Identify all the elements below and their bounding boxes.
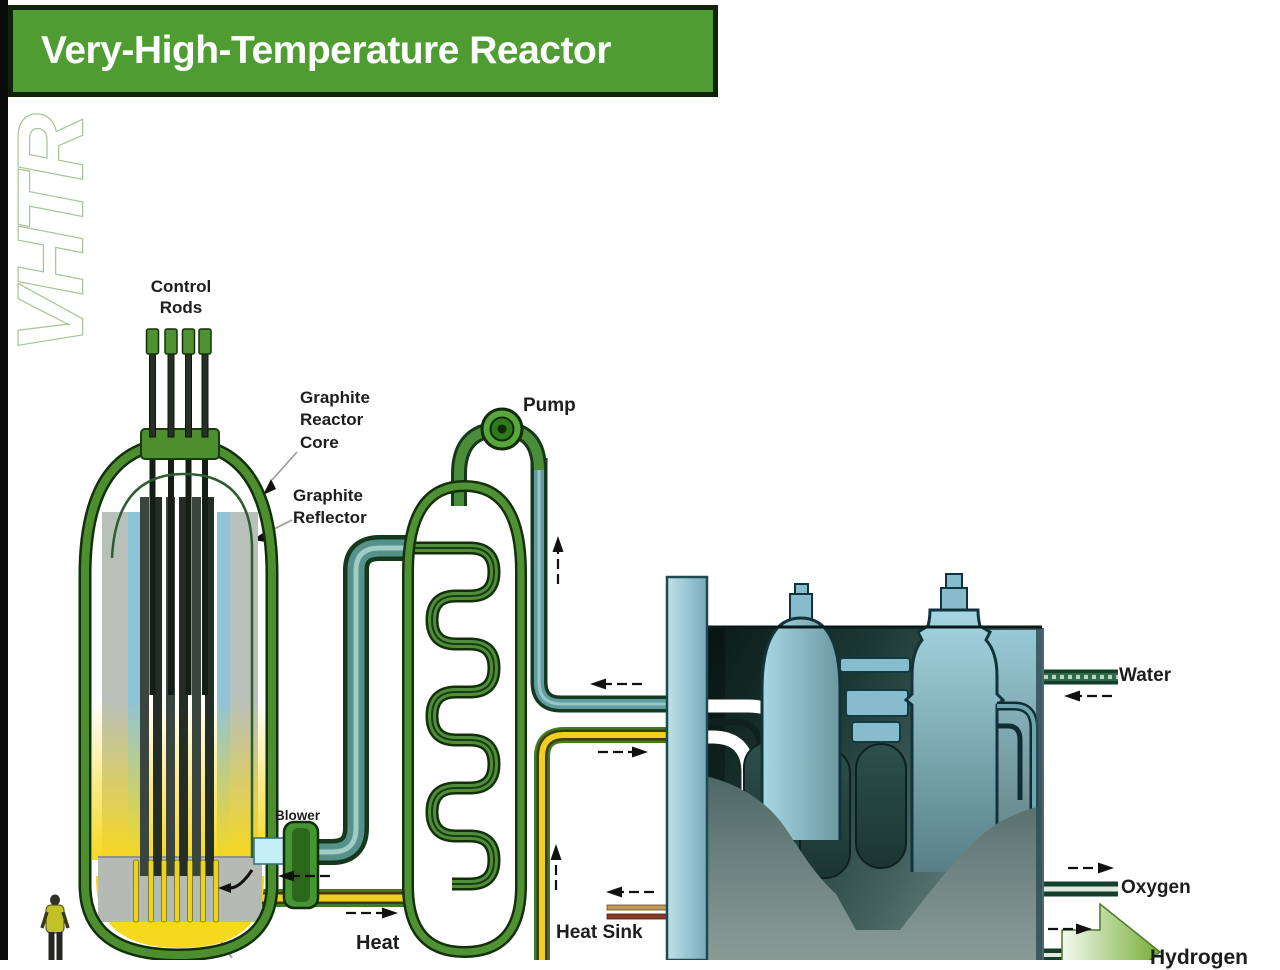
plenum-flow-arrow xyxy=(229,869,254,890)
title-banner: Very-High-Temperature Reactor xyxy=(8,5,718,97)
flow-arrow-right-icon xyxy=(598,746,648,758)
leader-arrowhead-core xyxy=(263,479,276,495)
heat-exchanger-coil xyxy=(408,548,494,884)
pump xyxy=(480,407,524,451)
coolant-riser-tubes xyxy=(133,859,219,923)
building-right-wall xyxy=(1036,628,1044,960)
storage-tank-right xyxy=(903,573,1006,872)
building-floor-mass xyxy=(706,776,1041,960)
control-rod xyxy=(181,328,196,438)
control-rod xyxy=(164,328,178,438)
graphite-reflector-label: Graphite Reflector xyxy=(293,486,367,528)
vhtr-watermark: VHTR xyxy=(0,114,102,352)
page-title: Very-High-Temperature Reactor xyxy=(41,29,611,72)
reflector-inner-dome-line xyxy=(110,472,254,858)
vessel-outlet-connector xyxy=(253,837,287,865)
blower-label: Blower xyxy=(275,808,321,823)
flow-arrow-left-icon xyxy=(278,870,330,882)
leader-line-core xyxy=(271,451,298,481)
flow-arrow-right-icon xyxy=(346,907,398,919)
heat-label: Heat xyxy=(356,932,400,954)
secondary-riser-pipe xyxy=(539,458,678,704)
control-rods-label: Control Rods xyxy=(150,277,212,318)
flow-arrows xyxy=(278,536,1114,935)
flow-arrow-right-icon xyxy=(1048,923,1092,935)
graphite-reactor-core-label: Graphite Reactor Core xyxy=(300,388,370,452)
flow-arrow-left-icon xyxy=(606,886,654,898)
reactor-vessel xyxy=(85,328,272,955)
worker-figure xyxy=(40,894,70,960)
heat-sink-label: Heat Sink xyxy=(556,922,643,943)
image-left-border xyxy=(0,0,8,960)
hydrogen-arrow-icon xyxy=(1061,902,1162,960)
hydrogen-plant-building xyxy=(703,573,1044,960)
control-rod-drives xyxy=(145,328,212,438)
pump-label: Pump xyxy=(523,395,576,416)
water-label: Water xyxy=(1119,665,1172,686)
reactor-internals xyxy=(92,443,268,948)
cold-helium-pipe xyxy=(286,548,410,852)
heat-sink-lines xyxy=(606,904,676,920)
blower xyxy=(282,820,320,910)
flow-arrow-right-icon xyxy=(1068,862,1114,874)
flow-arrow-left-icon xyxy=(590,678,642,690)
control-rod xyxy=(198,328,212,438)
heat-exchanger xyxy=(404,486,521,952)
flow-arrow-up-icon xyxy=(552,536,564,584)
plant-chimney xyxy=(665,575,709,960)
tank-connectors xyxy=(839,657,911,743)
control-rod xyxy=(145,328,160,438)
storage-tank-left xyxy=(760,583,842,840)
flow-arrow-left-icon xyxy=(1064,690,1112,702)
oxygen-label: Oxygen xyxy=(1121,877,1191,898)
vessel-top-flange xyxy=(140,428,220,460)
flow-arrow-up-icon xyxy=(550,844,562,890)
hydrogen-label: Hydrogen xyxy=(1150,946,1249,969)
right-pipe-loop xyxy=(997,706,1034,838)
control-rod-shafts-inside xyxy=(149,443,208,695)
